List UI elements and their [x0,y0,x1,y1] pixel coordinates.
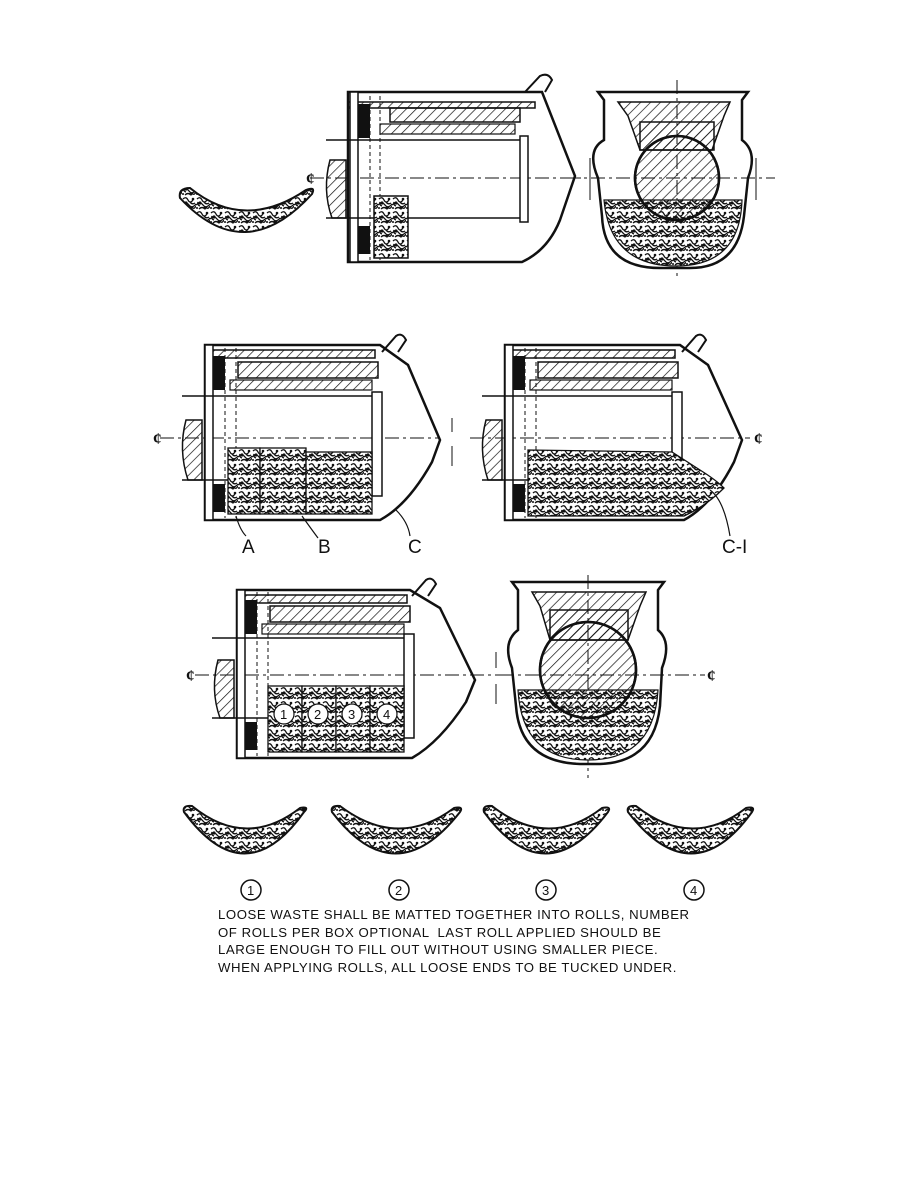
top-loose-waste-roll [178,186,315,233]
label-a: A [242,537,255,558]
roll-1-number: 1 [247,883,254,898]
note-line-1: LOOSE WASTE SHALL BE MATTED TOGETHER INT… [218,907,690,922]
label-c-1: C-I [722,537,747,558]
waste-roll-4 [626,804,755,855]
waste-roll-2 [330,804,463,855]
note-line-4: WHEN APPLYING ROLLS, ALL LOOSE ENDS TO B… [218,959,677,975]
roll-number-3-in-box: 3 [348,707,355,722]
label-c: C [408,537,422,558]
packing-instructions-note: LOOSE WASTE SHALL BE MATTED TOGETHER INT… [218,906,738,976]
bottom-left-centerline-symbol: ¢ [186,666,195,685]
roll-1-circle [240,879,262,901]
middle-right-section: ¢ [470,333,763,537]
top-end-section [566,80,775,276]
roll-number-2-in-box: 2 [314,707,321,722]
note-line-3: LARGE ENOUGH TO FILL OUT WITHOUT USING S… [218,942,659,957]
waste-roll-3 [482,804,611,855]
roll-number-4-in-box: 4 [383,707,390,722]
roll-2-number: 2 [395,883,402,898]
top-centerline-symbol: ¢ [306,169,315,188]
roll-4-number: 4 [690,883,697,898]
note-line-2: OF ROLLS PER BOX OPTIONAL LAST ROLL APPL… [218,924,662,940]
roll-3-circle [535,879,557,901]
roll-number-1-in-box: 1 [280,707,287,722]
roll-4-circle [683,879,705,901]
bottom-left-section: ¢ [186,577,500,760]
bottom-right-centerline-symbol: ¢ [707,666,716,685]
bottom-end-section: ¢ [500,575,716,778]
top-side-section: ¢ [306,73,585,264]
middle-right-centerline-symbol: ¢ [754,429,763,448]
middle-left-centerline-symbol: ¢ [153,429,162,448]
label-b: B [318,537,331,558]
roll-2-circle [388,879,410,901]
waste-roll-1 [182,804,308,855]
roll-3-number: 3 [542,883,549,898]
middle-left-section: ¢ [153,333,453,539]
